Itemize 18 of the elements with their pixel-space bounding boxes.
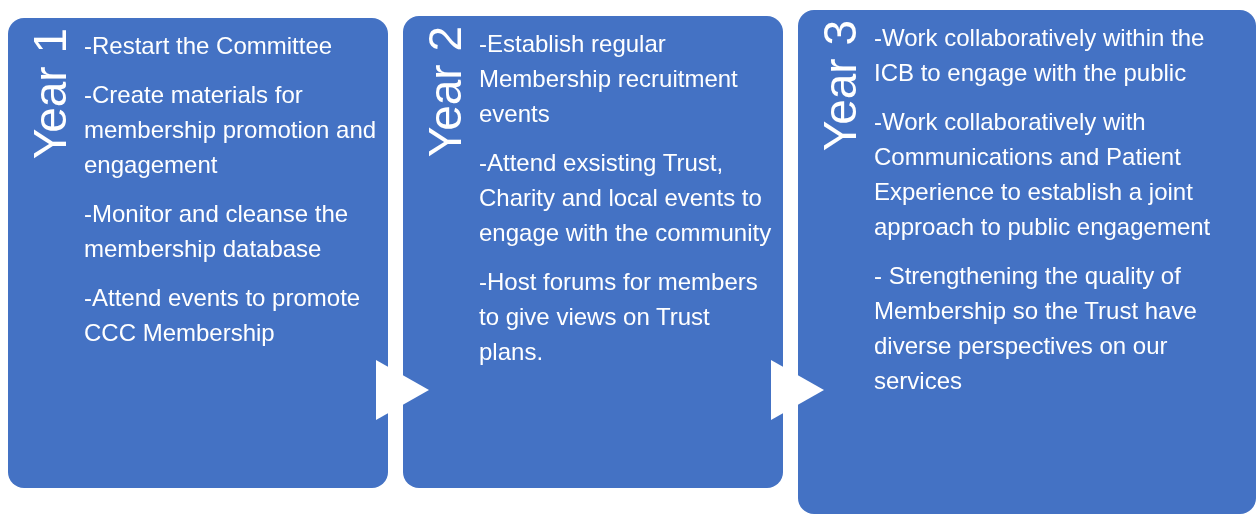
action-text: -Work collaboratively within the ICB to engage with the public bbox=[874, 23, 1206, 88]
action-text: -Create materials for membership promotion and engagement bbox=[84, 80, 378, 180]
stage-box bbox=[798, 10, 1256, 514]
action-text: -Attend exsisting Trust, Charity and local events to engage with the community bbox=[479, 148, 773, 248]
chevron-arrow bbox=[771, 360, 824, 420]
action-text: -Host forums for members to give views on Trust plans. bbox=[479, 267, 759, 367]
action-text: -Work collaboratively with Communications and Patient Experience to establish a joint approach to public engagement bbox=[874, 107, 1212, 242]
action-text: -Monitor and cleanse the membership database bbox=[84, 199, 350, 264]
action-text: -Attend events to promote CCC Membership bbox=[84, 283, 362, 348]
stage-title: Year 3 bbox=[813, 20, 867, 152]
action-text: -Establish regular Membership recruitment events bbox=[479, 29, 739, 129]
stage-box bbox=[403, 16, 783, 488]
chevron-arrow bbox=[376, 360, 429, 420]
stage-title: Year 2 bbox=[418, 26, 472, 158]
action-text: -Restart the Committee bbox=[84, 31, 334, 61]
stage-box bbox=[8, 18, 388, 488]
action-text: - Strengthening the quality of Membership so the Trust have diverse perspectives on our services bbox=[874, 261, 1198, 396]
stage-title: Year 1 bbox=[23, 28, 77, 160]
